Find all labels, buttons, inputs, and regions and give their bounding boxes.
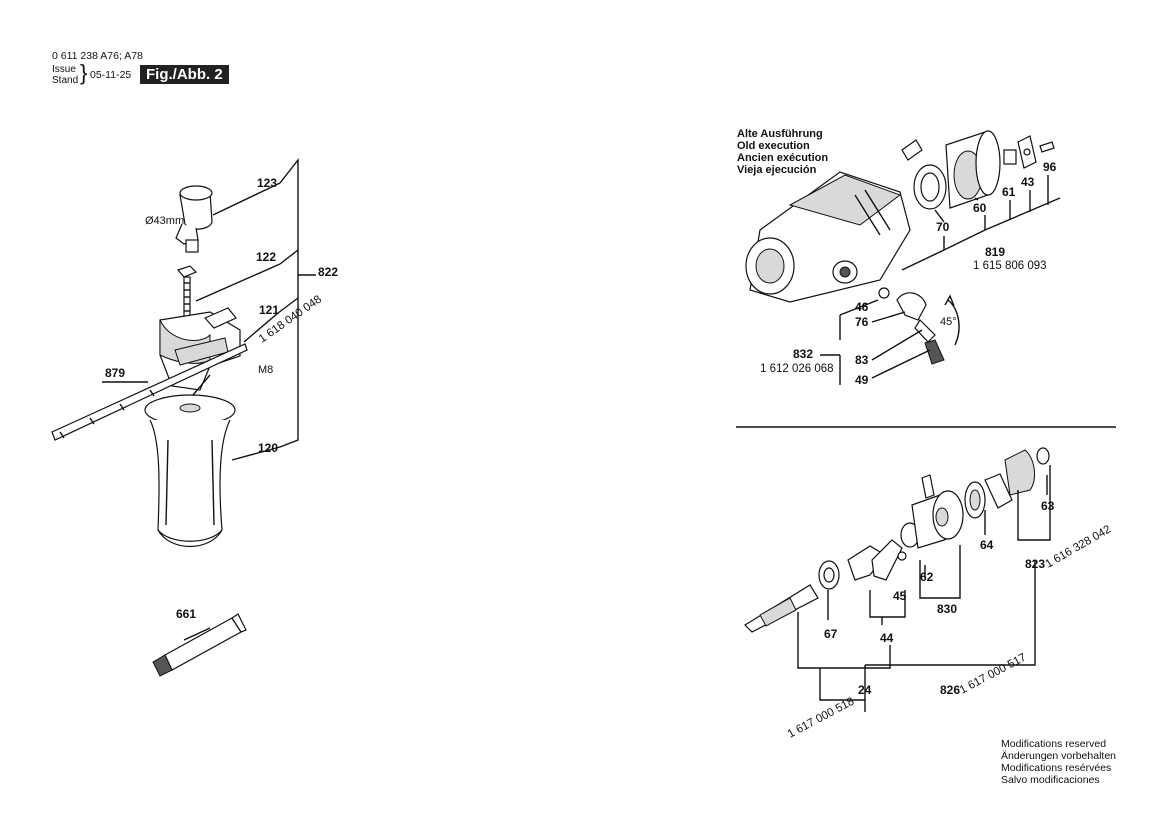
label-45: 45 [893, 589, 907, 603]
label-122: 122 [256, 250, 276, 264]
document-header: 0 611 238 A76; A78 Issue Stand } 05-11-2… [52, 50, 252, 90]
label-63: 63 [1041, 499, 1055, 513]
label-46: 46 [855, 300, 869, 314]
label-diameter: Ø43mm [145, 215, 184, 227]
issue-date: 05-11-25 [90, 69, 132, 81]
label-832: 832 [793, 347, 813, 361]
label-angle: 45° [940, 316, 957, 328]
label-120: 120 [258, 441, 278, 455]
label-76: 76 [855, 315, 869, 329]
depth-rod-drawing [51, 343, 248, 441]
grease-tube-drawing [152, 613, 247, 677]
note-en: Modifications reserved [1001, 738, 1107, 750]
left-callouts [102, 157, 316, 641]
clamp-ring-drawing [175, 185, 213, 253]
right-bottom-callouts [797, 465, 1051, 712]
drive-shaft-drawing [744, 560, 840, 633]
label-m8: M8 [258, 364, 273, 376]
handle-holder-drawing [159, 307, 241, 391]
gear-bearing-drawing [964, 447, 1050, 519]
small-parts-61-43-96-drawing [1003, 135, 1055, 169]
side-handle-drawing [144, 394, 236, 548]
order-24: 1 617 000 518 [786, 696, 857, 741]
right-top-callouts [820, 175, 1061, 385]
model-number: 0 611 238 A76; A78 [52, 50, 143, 62]
selector-switch-drawing [878, 287, 960, 365]
old-execution-2: Old execution [737, 140, 810, 152]
old-execution-1: Alte Ausführung [737, 128, 823, 140]
label-44: 44 [880, 631, 894, 645]
label-67: 67 [824, 627, 838, 641]
label-24: 24 [858, 683, 872, 697]
order-121: 1 618 040 048 [257, 293, 324, 345]
figure-badge: Fig./Abb. 2 [140, 65, 229, 84]
note-fr: Modifications resérvées [1001, 762, 1112, 774]
note-de: Änderungen vorbehalten [1001, 750, 1117, 762]
gear-housing-drawing [745, 171, 911, 303]
old-execution-4: Vieja ejecución [737, 164, 817, 176]
label-822: 822 [318, 265, 338, 279]
label-819: 819 [985, 245, 1005, 259]
bearing-60-drawing [945, 130, 1001, 209]
brace-icon: } [80, 60, 88, 85]
modification-notes: Modifications reserved Änderungen vorbeh… [1001, 738, 1116, 786]
label-823: 823 [1025, 557, 1045, 571]
label-96: 96 [1043, 160, 1057, 174]
order-832: 1 612 026 068 [760, 363, 834, 375]
old-execution-3: Ancien exécution [737, 152, 828, 164]
label-123: 123 [257, 176, 277, 190]
label-43: 43 [1021, 175, 1035, 189]
label-830: 830 [937, 602, 957, 616]
label-64: 64 [980, 538, 994, 552]
ring-70-drawing [901, 139, 947, 210]
order-823: 1 616 328 042 [1044, 523, 1114, 570]
label-49: 49 [855, 373, 869, 387]
label-61: 61 [1002, 185, 1016, 199]
label-83: 83 [855, 353, 869, 367]
order-819: 1 615 806 093 [973, 260, 1047, 272]
label-879: 879 [105, 366, 125, 380]
label-62: 62 [920, 570, 934, 584]
label-121: 121 [259, 303, 279, 317]
clutch-parts-drawing [847, 474, 964, 581]
issue-label: Issue [52, 64, 76, 75]
label-661: 661 [176, 607, 196, 621]
issue-stand-label: Issue Stand [52, 64, 78, 86]
order-826: 1 617 000 517 [958, 652, 1029, 697]
label-826: 826 [940, 683, 960, 697]
note-es: Salvo modificaciones [1001, 774, 1100, 786]
clamp-screw-drawing [176, 265, 198, 318]
label-60: 60 [973, 201, 987, 215]
stand-label: Stand [52, 75, 79, 86]
label-70: 70 [936, 220, 950, 234]
